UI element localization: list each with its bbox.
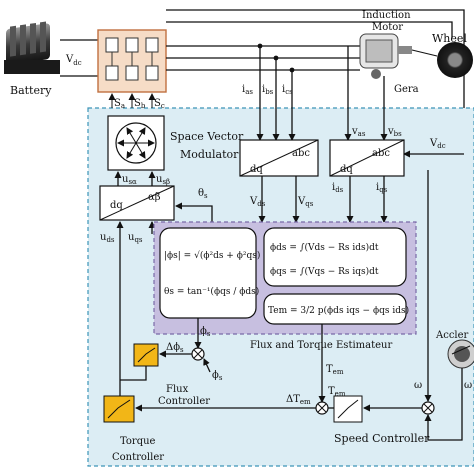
- abc-dq-current-dq: dq: [250, 164, 263, 175]
- battery-label: Battery: [10, 84, 52, 97]
- omega2-label: ω: [464, 380, 472, 391]
- vdc-left-label: Vdc: [65, 54, 82, 67]
- dq-alphabeta-ab: αβ: [148, 192, 161, 203]
- speed-summer: [422, 402, 434, 414]
- speed-controller-block: [334, 396, 362, 422]
- torque-controller-label-2: Controller: [112, 452, 164, 463]
- torque-controller-block: [104, 396, 134, 422]
- flux-integral-eq-box: [264, 228, 406, 286]
- gera-label: Gera: [394, 84, 419, 95]
- flux-controller-block: [134, 344, 158, 366]
- flux-summer: [192, 348, 204, 360]
- torque-summer: [316, 402, 328, 414]
- dq-alphabeta-dq: dq: [110, 200, 123, 211]
- omega-label: ω: [414, 380, 422, 391]
- svm-label-1: Space Vector: [170, 130, 244, 143]
- eq-phiqs: ϕqs = ∫(Vqs − Rs iqs)dt: [270, 266, 379, 277]
- eq-tem: Tem = 3/2 p(ϕds iqs − ϕqs ids): [268, 305, 409, 316]
- sc-label: Sc: [154, 98, 165, 110]
- abc-dq-voltage-dq: dq: [340, 164, 353, 175]
- eq-phids: ϕds = ∫(Vds − Rs ids)dt: [270, 242, 379, 253]
- torque-controller-label-1: Torque: [120, 436, 156, 447]
- ias-label: ias: [242, 84, 253, 96]
- abc-dq-voltage-abc: abc: [372, 148, 390, 159]
- battery-icon: [4, 22, 60, 74]
- accelerator-label: Accler: [435, 330, 469, 341]
- induction-motor-label-1: Induction: [362, 10, 411, 21]
- wheel-icon: [437, 42, 473, 78]
- svm-label-2: Modulator: [180, 148, 239, 161]
- flux-controller-label-2: Controller: [158, 396, 210, 407]
- eq-theta: θs = tan⁻¹(ϕqs / ϕds): [164, 286, 259, 297]
- flux-controller-label-1: Flux: [166, 384, 189, 395]
- accelerator-pedal-icon: [448, 340, 474, 368]
- induction-motor-icon: [360, 34, 412, 79]
- flux-magnitude-eq-box: [160, 228, 256, 318]
- estimator-label: Flux and Torque Estimateur: [250, 340, 392, 351]
- ibs-label: ibs: [262, 84, 274, 96]
- sb-label: Sb: [134, 98, 146, 110]
- wheel-label: Wheel: [432, 32, 467, 45]
- eq-phi-abs: |ϕs| = √(ϕ²ds + ϕ²qs): [164, 250, 260, 261]
- speed-controller-label: Speed Controller: [334, 432, 430, 445]
- induction-motor-label-2: Motor: [372, 22, 403, 33]
- sa-label: Sa: [114, 98, 125, 110]
- abc-dq-current-abc: abc: [292, 148, 310, 159]
